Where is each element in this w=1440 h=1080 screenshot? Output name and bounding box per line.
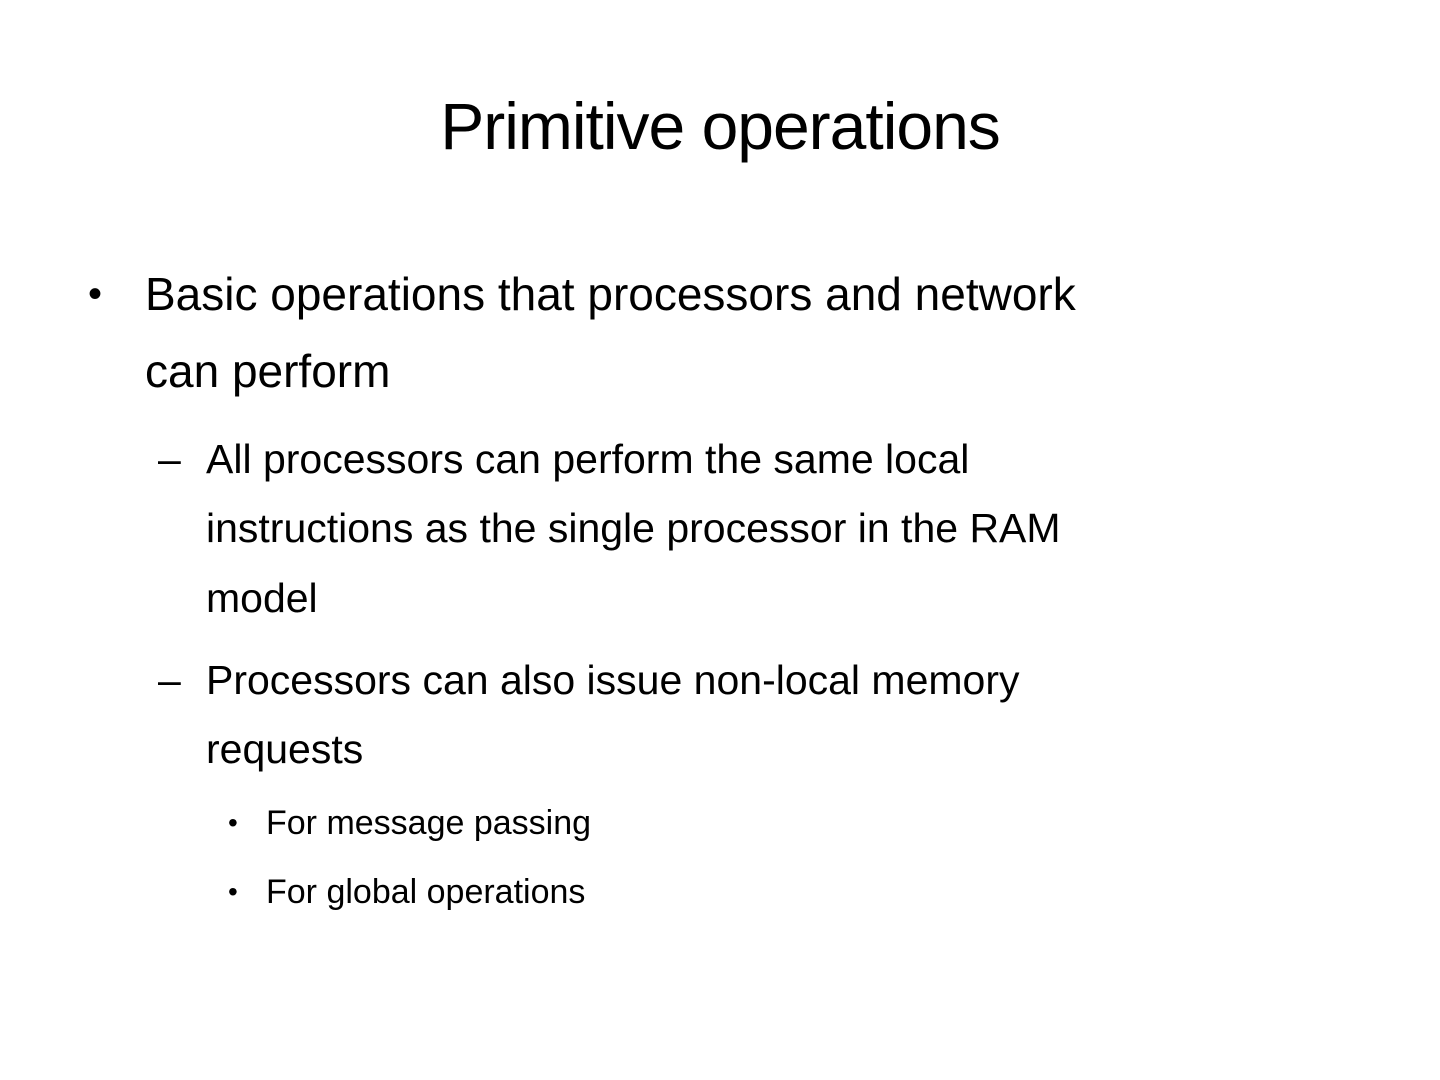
bullet-icon: • bbox=[228, 875, 238, 907]
bullet-text: All processors can perform the same loca… bbox=[206, 425, 1440, 634]
bullet-text-line: requests bbox=[206, 726, 364, 773]
bullet-text-line: For message passing bbox=[266, 803, 592, 842]
bullet-text-line: Basic operations that processors and net… bbox=[145, 268, 1076, 320]
bullet-text-line: instructions as the single processor in … bbox=[206, 505, 1061, 552]
bullet-item: • For global operations bbox=[0, 866, 1440, 919]
bullet-item: – All processors can perform the same lo… bbox=[0, 425, 1440, 634]
bullet-item: – Processors can also issue non-local me… bbox=[0, 646, 1440, 785]
dash-icon: – bbox=[158, 435, 181, 482]
bullet-text: For message passing bbox=[266, 797, 1440, 850]
bullet-text-line: For global operations bbox=[266, 872, 586, 911]
bullet-text-line: All processors can perform the same loca… bbox=[206, 435, 970, 482]
bullet-item: • Basic operations that processors and n… bbox=[0, 256, 1440, 411]
bullet-text: Basic operations that processors and net… bbox=[145, 256, 1440, 411]
dash-icon: – bbox=[158, 656, 181, 703]
slide-title: Primitive operations bbox=[440, 89, 1001, 163]
bullet-list: • Basic operations that processors and n… bbox=[0, 256, 1440, 918]
bullet-text: Processors can also issue non-local memo… bbox=[206, 646, 1440, 785]
bullet-icon: • bbox=[228, 806, 238, 838]
bullet-text-line: can perform bbox=[145, 345, 391, 398]
bullet-text: For global operations bbox=[266, 866, 1440, 919]
bullet-icon: • bbox=[88, 272, 103, 316]
bullet-text-line: Processors can also issue non-local memo… bbox=[206, 656, 1020, 703]
bullet-item: • For message passing bbox=[0, 797, 1440, 850]
bullet-text-line: model bbox=[206, 574, 318, 621]
